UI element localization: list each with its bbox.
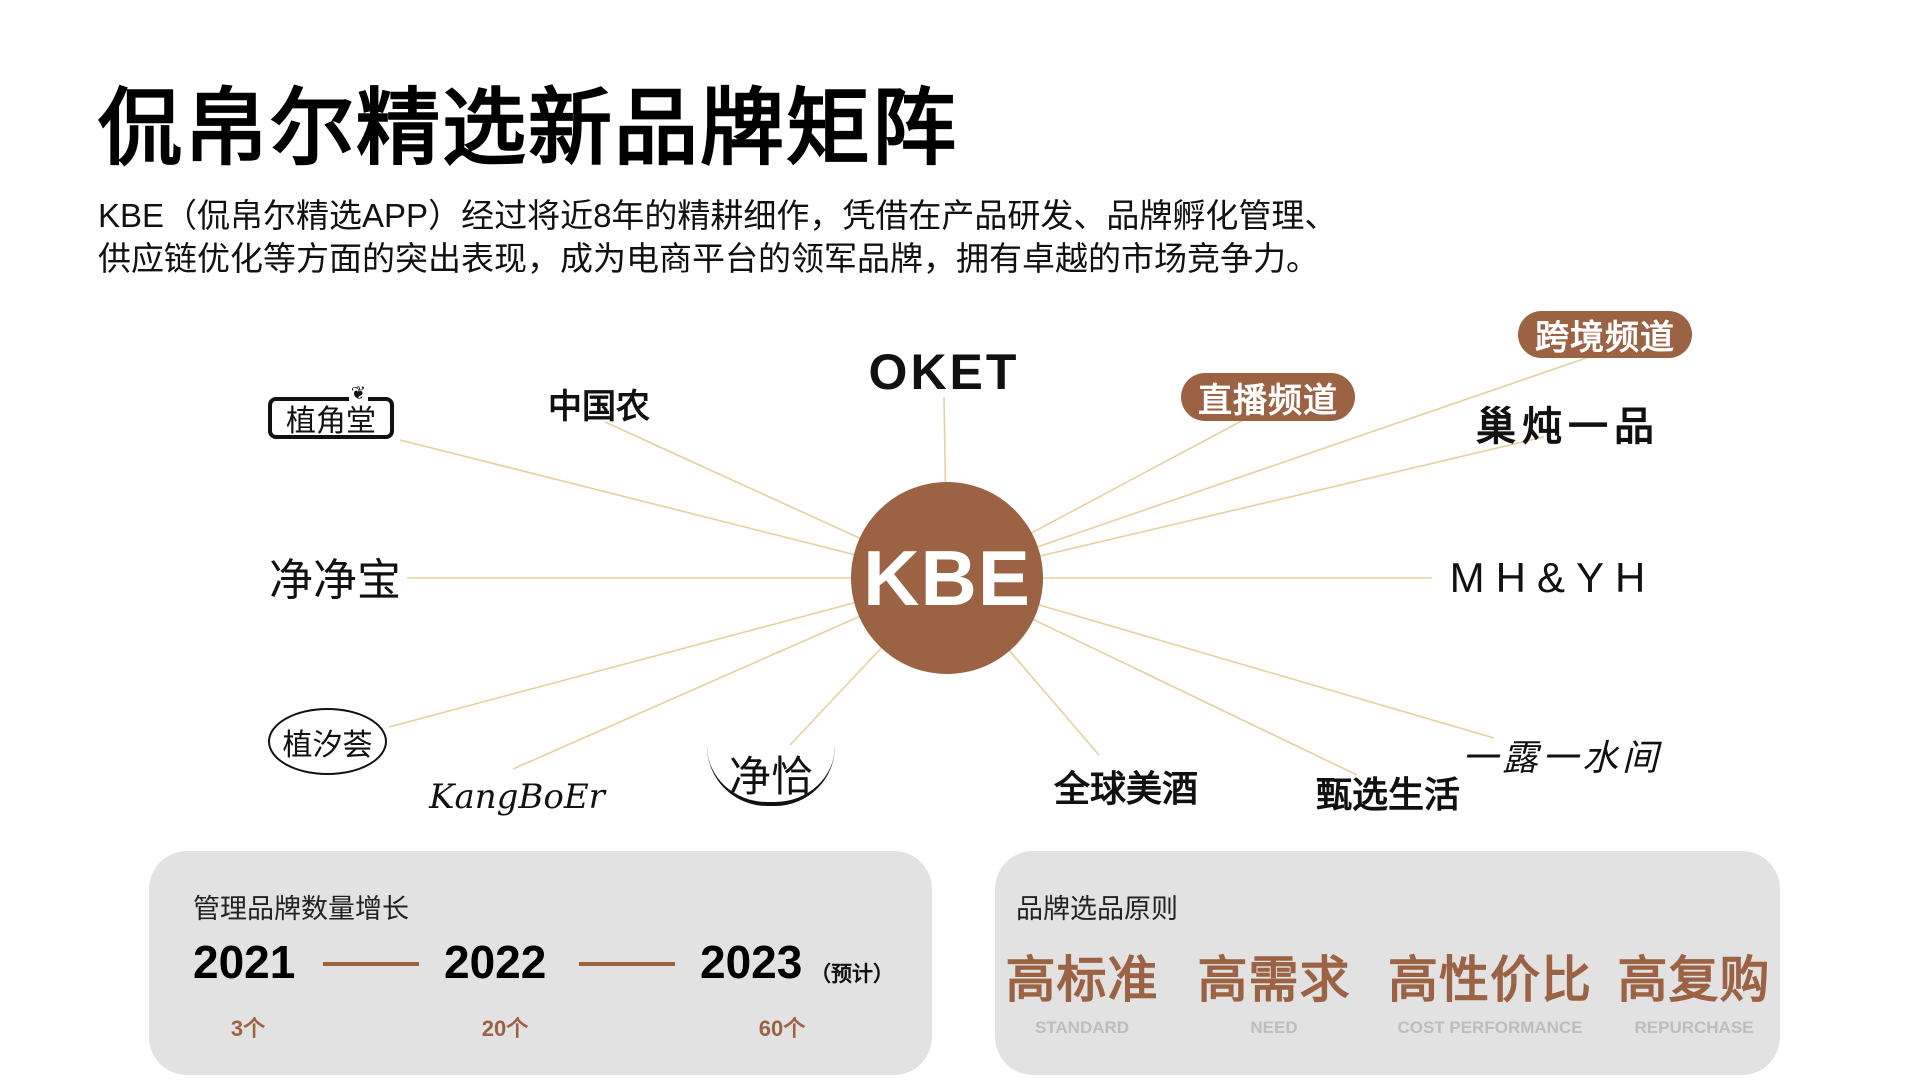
year-2022: 2022 bbox=[444, 936, 547, 988]
ray-kuajing bbox=[946, 355, 1593, 579]
leaf-icon: ❦ bbox=[348, 383, 368, 404]
brand-logo-quanqiu: 全球美酒 bbox=[1052, 764, 1200, 809]
growth-card-title: 管理品牌数量增长 bbox=[193, 894, 409, 924]
brand-logo-zhibo-channel: 直播频道 bbox=[1181, 373, 1355, 421]
brand-growth-card bbox=[149, 851, 932, 1075]
brand-logo-zhongguonong: 中国农 bbox=[545, 382, 653, 426]
principles-card-title: 品牌选品原则 bbox=[1016, 894, 1178, 924]
hub-label: KBE bbox=[863, 533, 1031, 622]
brand-name: 巢炖一品 bbox=[1476, 403, 1660, 450]
principle-need: 高需求 bbox=[1197, 952, 1351, 1008]
brand-name: 中国农 bbox=[548, 387, 650, 426]
brand-name: 植角堂 bbox=[286, 405, 376, 438]
brand-name: 甄选生活 bbox=[1315, 774, 1460, 815]
selection-principles-card bbox=[995, 851, 1780, 1075]
brand-logo-jingjingbao: 净净宝 bbox=[266, 552, 404, 605]
brand-logo-zhenxuan: 甄选生活 bbox=[1313, 770, 1463, 815]
description-line-1: KBE（侃帛尔精选APP）经过将近8年的精耕细作，凭借在产品研发、品牌孵化管理、 bbox=[98, 197, 1338, 234]
brand-name: 净恰 bbox=[728, 752, 813, 800]
kbe-hub-circle: KBE bbox=[851, 482, 1043, 674]
brand-name: KangBoEr bbox=[429, 777, 605, 817]
year-2023-note: （预计） bbox=[810, 963, 894, 986]
count-2022: 20个 bbox=[481, 1016, 529, 1041]
brand-logo-yilu: 一露一水间 bbox=[1460, 732, 1664, 779]
brand-logo-chaodun: 巢炖一品 bbox=[1470, 400, 1666, 450]
principle-repurchase: 高复购 bbox=[1617, 952, 1771, 1008]
ray-chaodun bbox=[946, 436, 1545, 579]
brand-logo-zhijiaotang: 植角堂 ❦ bbox=[268, 383, 394, 439]
description-line-2: 供应链优化等方面的突出表现，成为电商平台的领军品牌，拥有卓越的市场竞争力。 bbox=[98, 240, 1319, 277]
principle-repurchase-en: REPURCHASE bbox=[1634, 1018, 1754, 1037]
timeline-connector bbox=[579, 962, 675, 966]
brand-name: 植汐荟 bbox=[282, 728, 373, 762]
brand-logo-zhixihui: 植汐荟 bbox=[268, 708, 387, 775]
brand-logo-kangboer: KangBoEr bbox=[414, 772, 620, 822]
principle-cost-performance: 高性价比 bbox=[1388, 952, 1592, 1008]
brand-name: OKET bbox=[868, 344, 1020, 400]
brand-name: 全球美酒 bbox=[1053, 768, 1198, 809]
year-2021: 2021 bbox=[193, 936, 296, 988]
principle-standard-en: STANDARD bbox=[1034, 1018, 1130, 1037]
brand-name: 跨境频道 bbox=[1535, 319, 1675, 357]
brand-name: MH&YH bbox=[1449, 554, 1657, 601]
brand-logo-mhyh: MH&YH bbox=[1440, 554, 1666, 601]
brand-logo-kuajing-channel: 跨境频道 bbox=[1518, 311, 1692, 358]
brand-name: 一露一水间 bbox=[1461, 738, 1662, 779]
brand-logo-jingqia: 净恰 bbox=[707, 744, 835, 806]
principle-need-en: NEED bbox=[1250, 1018, 1298, 1037]
timeline-connector bbox=[323, 962, 419, 966]
brand-name: 直播频道 bbox=[1198, 381, 1338, 420]
page-title: 侃帛尔精选新品牌矩阵 bbox=[98, 81, 959, 175]
principle-cost-performance-en: COST PERFORMANCE bbox=[1397, 1018, 1583, 1037]
brand-logo-oket: OKET bbox=[868, 344, 1020, 400]
principle-standard: 高标准 bbox=[1005, 952, 1159, 1008]
count-2023: 60个 bbox=[758, 1016, 806, 1041]
brand-name: 净净宝 bbox=[269, 556, 401, 605]
year-2023: 2023 bbox=[700, 936, 803, 988]
count-2021: 3个 bbox=[230, 1016, 266, 1041]
